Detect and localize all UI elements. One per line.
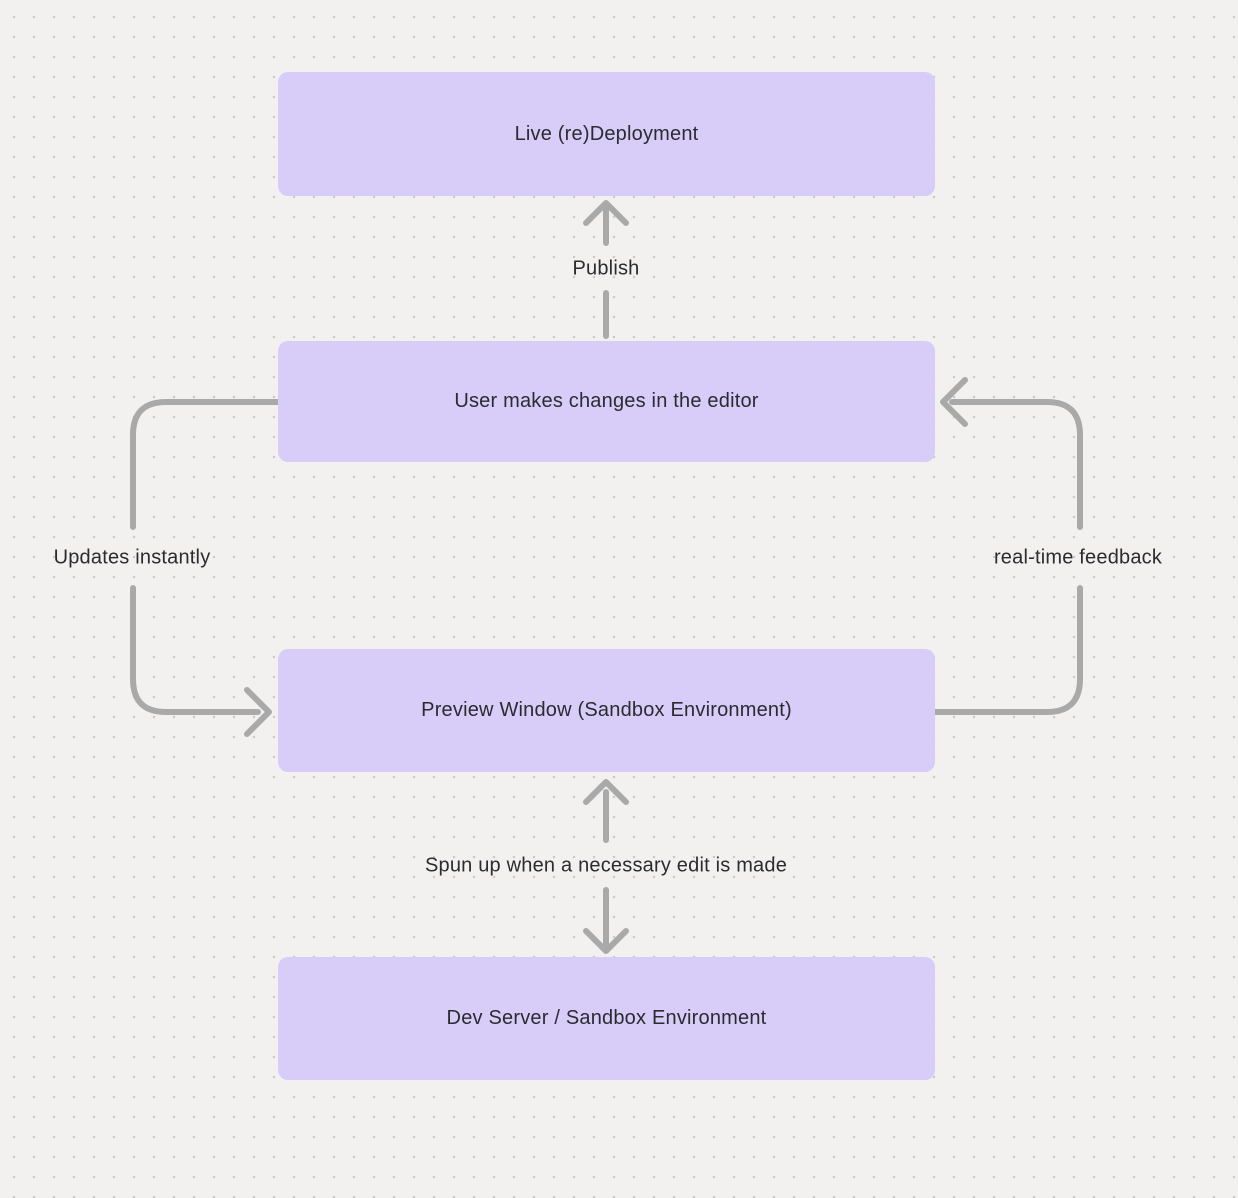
arrowhead-up-icon: [583, 779, 629, 805]
node-preview-window[interactable]: Preview Window (Sandbox Environment): [278, 649, 935, 772]
edge-label-updates-instantly: Updates instantly: [53, 546, 211, 569]
edge-label-spun-up: Spun up when a necessary edit is made: [424, 854, 788, 877]
node-live-redeployment[interactable]: Live (re)Deployment: [278, 72, 935, 196]
node-user-editor[interactable]: User makes changes in the editor: [278, 341, 935, 462]
arrowhead-down-icon: [583, 928, 629, 954]
node-label: Dev Server / Sandbox Environment: [446, 1007, 767, 1029]
node-label: User makes changes in the editor: [454, 390, 759, 412]
node-dev-server[interactable]: Dev Server / Sandbox Environment: [278, 957, 935, 1080]
edge-feedback-upper: [949, 399, 1083, 530]
arrowhead-right-icon: [244, 687, 272, 737]
node-label: Preview Window (Sandbox Environment): [421, 699, 792, 721]
edge-label-publish: Publish: [572, 257, 640, 280]
edge-updates-upper: [130, 399, 281, 530]
node-label: Live (re)Deployment: [514, 122, 699, 145]
arrowhead-up-icon: [583, 200, 629, 226]
edge-updates-lower: [130, 585, 261, 715]
edge-feedback-lower: [932, 585, 1083, 715]
arrowhead-left-icon: [940, 377, 968, 427]
edge-label-realtime-feedback: real-time feedback: [993, 546, 1163, 569]
